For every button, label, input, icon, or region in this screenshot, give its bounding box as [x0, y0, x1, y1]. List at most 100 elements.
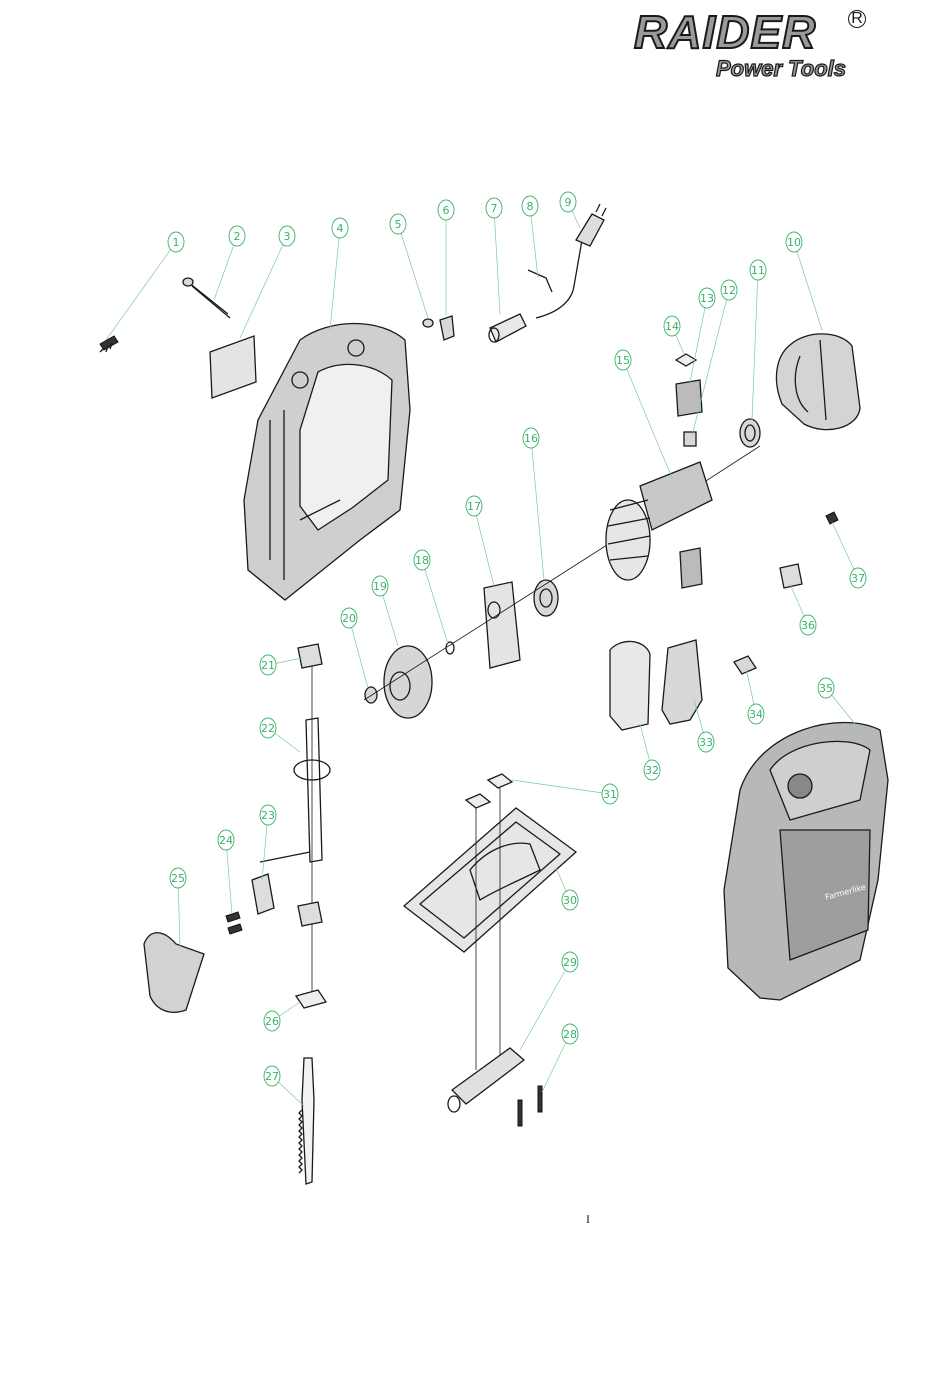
callout-23: 23 — [260, 805, 276, 825]
part-nut-20 — [365, 687, 377, 703]
callout-label-20: 20 — [342, 612, 356, 625]
callout-leader-15 — [623, 360, 672, 478]
part-bladeguard-25 — [144, 933, 204, 1013]
part-switch-34 — [734, 656, 756, 674]
callout-leader-2 — [214, 236, 237, 300]
callout-leader-10 — [794, 242, 822, 330]
part-powercord-9 — [536, 204, 606, 318]
callout-8: 8 — [522, 196, 538, 216]
part-label-3 — [210, 336, 256, 398]
callout-label-34: 34 — [749, 708, 763, 721]
part-switchcover-32 — [610, 641, 650, 730]
callout-leader-31 — [512, 780, 610, 794]
part-screw-28a — [518, 1100, 522, 1126]
callout-leader-12 — [692, 290, 729, 436]
parts-drawing: Farmerlike — [100, 204, 888, 1184]
callout-label-4: 4 — [337, 222, 344, 235]
callout-label-10: 10 — [787, 236, 801, 249]
callout-37: 37 — [850, 568, 866, 588]
part-baseplate-30 — [404, 808, 576, 952]
callout-label-7: 7 — [491, 202, 498, 215]
part-sleeve-7 — [489, 314, 526, 342]
callout-label-17: 17 — [467, 500, 481, 513]
part-rail-29 — [448, 1048, 524, 1112]
callout-20: 20 — [341, 608, 357, 628]
callout-34: 34 — [748, 704, 764, 724]
callout-leader-3 — [240, 236, 287, 338]
callout-30: 30 — [562, 890, 578, 910]
callout-leader-7 — [494, 208, 500, 314]
callout-label-33: 33 — [699, 736, 713, 749]
callout-label-37: 37 — [851, 572, 865, 585]
part-plunger-assembly — [226, 644, 330, 1008]
part-hexkey-8 — [528, 270, 552, 292]
part-assembled-jigsaw-35: Farmerlike — [724, 723, 888, 1001]
part-brushholder-lower — [680, 548, 702, 588]
callout-label-9: 9 — [565, 196, 572, 209]
callout-label-28: 28 — [563, 1028, 577, 1041]
part-gear-19 — [384, 646, 432, 718]
part-cover-10 — [776, 334, 860, 430]
callout-label-32: 32 — [645, 764, 659, 777]
callout-leader-20 — [349, 618, 368, 688]
callout-6: 6 — [438, 200, 454, 220]
callout-label-21: 21 — [261, 659, 275, 672]
callout-33: 33 — [698, 732, 714, 752]
part-spring-14 — [676, 354, 696, 366]
callout-label-12: 12 — [722, 284, 736, 297]
callout-leader-16 — [531, 438, 544, 580]
callout-leader-24 — [226, 840, 232, 914]
callout-label-8: 8 — [527, 200, 534, 213]
part-brush-12 — [684, 432, 696, 446]
callout-35: 35 — [818, 678, 834, 698]
callout-label-11: 11 — [751, 264, 765, 277]
callout-label-29: 29 — [563, 956, 577, 969]
callout-11: 11 — [750, 260, 766, 280]
callout-10: 10 — [786, 232, 802, 252]
part-pin-5 — [423, 319, 433, 327]
part-armature-15 — [596, 446, 760, 580]
callout-9: 9 — [560, 192, 576, 212]
callout-7: 7 — [486, 198, 502, 218]
part-bearing-16 — [534, 580, 558, 616]
callout-leader-13 — [690, 298, 707, 382]
callout-label-14: 14 — [665, 320, 679, 333]
callout-label-1: 1 — [173, 236, 180, 249]
callout-18: 18 — [414, 550, 430, 570]
callout-19: 19 — [372, 576, 388, 596]
callout-27: 27 — [264, 1066, 280, 1086]
part-pad-31b — [466, 794, 490, 808]
callout-28: 28 — [562, 1024, 578, 1044]
callout-15: 15 — [615, 350, 631, 370]
callout-14: 14 — [664, 316, 680, 336]
callout-label-18: 18 — [415, 554, 429, 567]
part-screw-1 — [100, 336, 118, 352]
part-screw-28b — [538, 1086, 542, 1112]
callout-label-2: 2 — [234, 230, 241, 243]
callout-label-23: 23 — [261, 809, 275, 822]
callout-3: 3 — [279, 226, 295, 246]
callout-leader-8 — [530, 206, 538, 278]
callout-36: 36 — [800, 615, 816, 635]
callout-label-13: 13 — [700, 292, 714, 305]
callout-label-26: 26 — [265, 1015, 279, 1028]
part-gearbox-17 — [484, 582, 520, 668]
part-clamp-6 — [440, 316, 454, 340]
callout-29: 29 — [562, 952, 578, 972]
callout-5: 5 — [390, 214, 406, 234]
callout-label-6: 6 — [443, 204, 450, 217]
callout-label-35: 35 — [819, 682, 833, 695]
callout-label-31: 31 — [603, 788, 617, 801]
callout-25: 25 — [170, 868, 186, 888]
callout-label-24: 24 — [219, 834, 233, 847]
callout-leader-5 — [398, 224, 428, 318]
callout-label-5: 5 — [395, 218, 402, 231]
axis-gear-train — [364, 552, 596, 700]
callout-16: 16 — [523, 428, 539, 448]
part-blade-27 — [299, 1058, 314, 1184]
page-mark: I — [586, 1212, 590, 1227]
callout-leader-18 — [422, 560, 448, 644]
callout-label-36: 36 — [801, 619, 815, 632]
callout-label-30: 30 — [563, 894, 577, 907]
